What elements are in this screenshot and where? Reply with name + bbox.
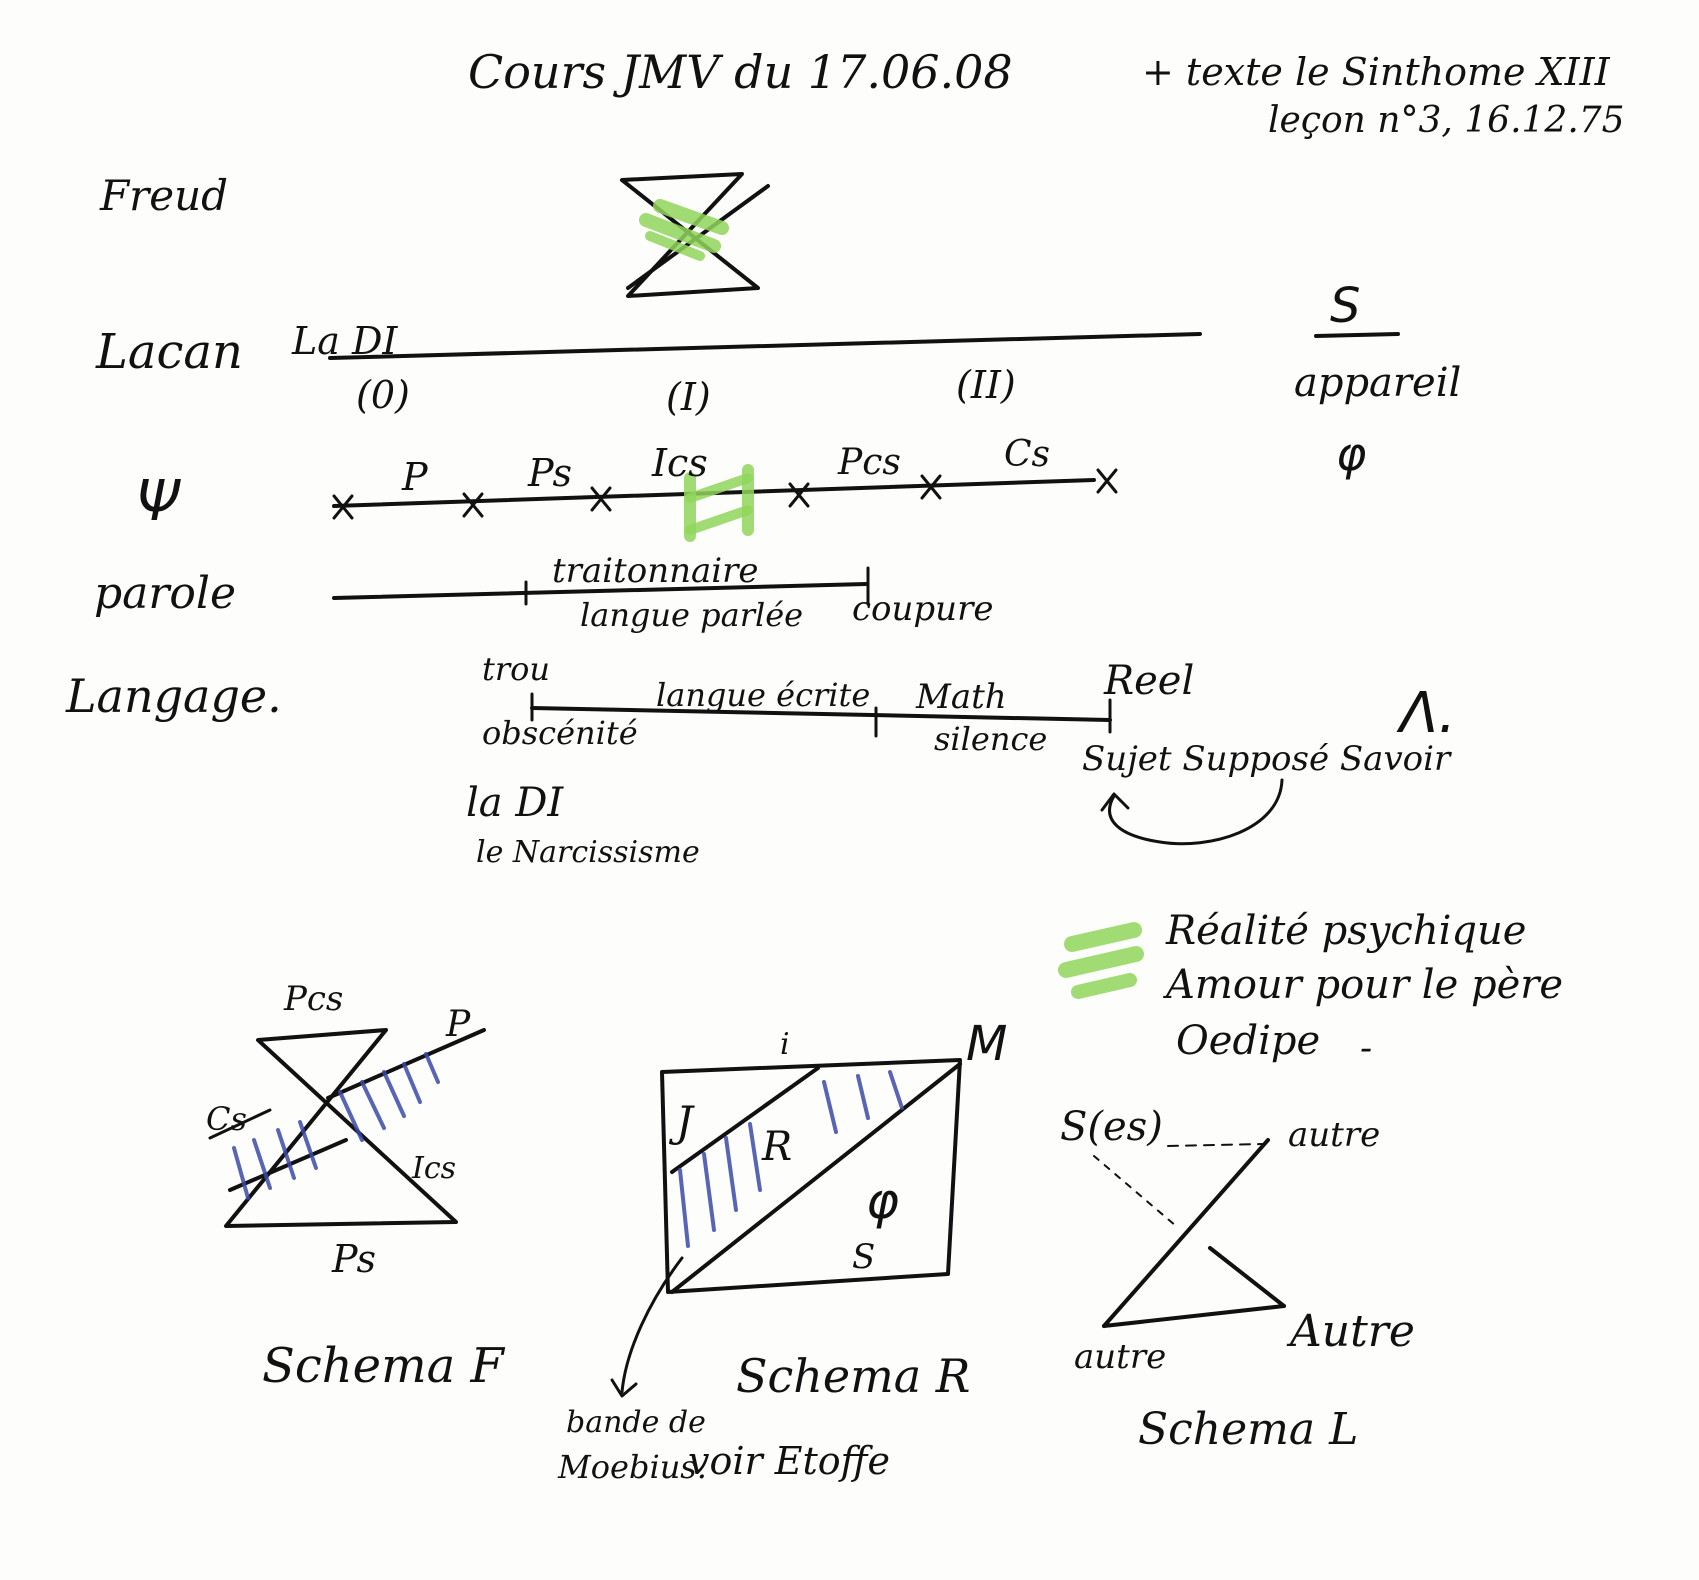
apparatus-symbol: S — [1330, 278, 1360, 334]
schema-l-autre-bottom: autre — [1074, 1337, 1166, 1377]
note-amour-pere: Amour pour le père — [1162, 962, 1563, 1008]
psi-label-pcs: Pcs — [837, 442, 901, 483]
row-label-langage: Langage. — [65, 669, 282, 723]
schema-f-figure — [208, 1028, 486, 1228]
lacan-period-2: (II) — [956, 363, 1016, 407]
parole-label-below: langue parlée — [580, 596, 803, 634]
page-title: Cours JMV du 17.06.08 — [468, 45, 1013, 99]
schema-l-autre-big: Autre — [1286, 1306, 1415, 1357]
langage-end: Reel — [1103, 658, 1194, 704]
schema-r-phi: φ — [866, 1172, 899, 1230]
note-la-di: la DI — [466, 780, 564, 826]
lacan-period-0: (0) — [356, 373, 410, 417]
langage-lambda: Λ. — [1396, 681, 1456, 746]
reference-line-1: + texte le Sinthome XIII — [1142, 50, 1611, 94]
row-label-psi: Ψ — [136, 469, 181, 534]
schema-f-title: Schema F — [262, 1338, 505, 1394]
sujet-loop-arrow — [1108, 778, 1284, 846]
schema-r-note-line3: voir Etoffe — [688, 1439, 890, 1483]
lacan-period-1: (I) — [666, 375, 711, 419]
schema-r-note-line2: Moebius. — [557, 1448, 707, 1486]
row-label-lacan: Lacan — [95, 324, 243, 380]
schema-r-i: i — [780, 1027, 790, 1062]
schema-r-j: J — [668, 1097, 695, 1146]
psi-label-p: P — [401, 455, 429, 499]
sujet-arrowhead — [1100, 792, 1130, 812]
note-narcissisme: le Narcissisme — [476, 835, 700, 870]
note-dash: - — [1360, 1028, 1372, 1069]
row-label-parole: parole — [94, 568, 236, 619]
langage-timeline — [530, 692, 1112, 738]
apparatus-psi: φ — [1336, 427, 1366, 481]
schema-r-note-line1: bande de — [566, 1405, 706, 1440]
schema-f-p: P — [445, 1004, 471, 1045]
schema-f-pcs: Pcs — [283, 979, 343, 1019]
freud-hourglass-figure — [620, 172, 770, 298]
note-realite-psychique: Réalité psychique — [1165, 908, 1526, 954]
langage-sujet: Sujet Supposé Savoir — [1082, 739, 1452, 779]
schema-l-s: S(es) — [1060, 1104, 1163, 1150]
parole-label-above: traitonnaire — [552, 551, 759, 591]
schema-r-figure — [610, 1058, 962, 1398]
langage-start-top: trou — [482, 650, 550, 688]
schema-l-autre-top: autre — [1288, 1115, 1380, 1155]
parole-label-end: coupure — [852, 589, 993, 629]
note-oedipe: Oedipe — [1176, 1018, 1320, 1064]
langage-middle: langue écrite — [656, 676, 870, 714]
schema-l-title: Schema L — [1138, 1404, 1358, 1455]
psi-label-ics: Ics — [651, 441, 708, 485]
lacan-timeline — [328, 332, 1202, 360]
psi-timeline — [332, 464, 1118, 542]
parole-timeline — [332, 566, 870, 606]
schema-r-r: R — [761, 1124, 792, 1170]
green-marker-strokes — [1058, 922, 1144, 999]
langage-math-top: Math — [915, 677, 1007, 717]
schema-f-ics: Ics — [411, 1151, 456, 1186]
reference-line-2: leçon n°3, 16.12.75 — [1268, 100, 1625, 141]
schema-f-ps: Ps — [331, 1237, 376, 1281]
apparatus-bar — [1314, 332, 1400, 338]
schema-r-title: Schema R — [736, 1349, 970, 1403]
schema-l-figure — [1093, 1138, 1286, 1328]
langage-math-bottom: silence — [934, 720, 1047, 758]
schema-r-s: S — [852, 1237, 875, 1277]
psi-label-cs: Cs — [1004, 434, 1050, 475]
schema-r-m: M — [966, 1016, 1007, 1072]
apparatus-label: appareil — [1294, 360, 1461, 406]
row-label-freud: Freud — [99, 171, 228, 220]
langage-start-bottom: obscénité — [482, 714, 638, 752]
schema-f-cs: Cs — [206, 1100, 247, 1138]
psi-label-ps: Ps — [527, 451, 572, 495]
